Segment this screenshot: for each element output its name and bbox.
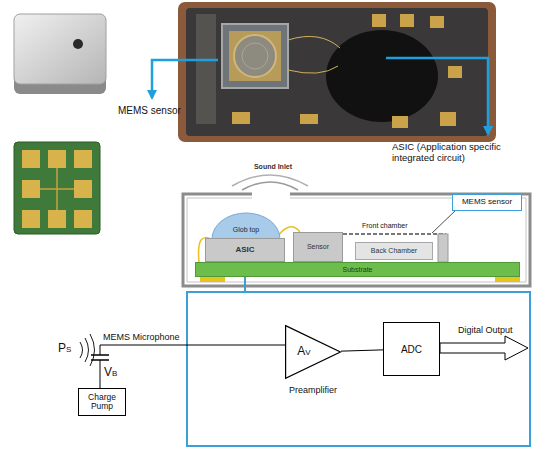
solder-pad [495, 277, 520, 282]
bias-wire [100, 345, 101, 388]
membrane [343, 233, 446, 235]
dome-outline [212, 213, 280, 239]
asic-block: ASIC [205, 238, 285, 262]
signal-label: Digital Output [458, 325, 532, 335]
gold-pad [372, 14, 386, 27]
sensor-wall [438, 234, 448, 262]
pointer-arrow [386, 58, 488, 134]
solder-pad [22, 180, 40, 198]
charge-pump-box: Charge Pump [78, 388, 126, 416]
mems-die [222, 24, 288, 88]
signal-wire [100, 345, 285, 346]
back-chamber: Back Chamber [355, 242, 433, 260]
package-interior [186, 8, 488, 136]
mems-membrane [234, 35, 276, 77]
node-text: ADC [401, 344, 422, 355]
part-label: Front chamber [362, 222, 432, 230]
signal-label: MEMS Microphone [103, 332, 203, 342]
solder-pad [48, 150, 66, 168]
node-text: Back Chamber [371, 247, 417, 255]
dome-outline [212, 213, 280, 239]
solder-pad [22, 150, 40, 168]
sound-wave [85, 338, 89, 362]
gold-pad [440, 112, 456, 126]
adc-block: ADC [383, 322, 440, 376]
node-text: Charge Pump [79, 393, 125, 412]
substrate-layer: Substrate [195, 262, 520, 277]
gold-pad [448, 66, 462, 78]
pcb-bottom [14, 142, 100, 234]
glob-top: Glob top [212, 213, 280, 239]
solder-pad [48, 210, 66, 228]
asic-glob [326, 30, 438, 122]
gold-pad [392, 116, 408, 128]
solder-pad [22, 210, 40, 228]
gold-pad [430, 16, 444, 28]
copper-rim [178, 2, 496, 142]
node-text: AV [297, 345, 310, 358]
triangle-outline [286, 326, 341, 379]
pcb-trace [40, 168, 74, 210]
package-lid [14, 14, 106, 84]
gold-pad [300, 114, 318, 124]
sound-wave [90, 334, 95, 366]
mems-die-frame [229, 31, 281, 81]
interior-shade [196, 14, 216, 124]
solder-pad [74, 180, 92, 198]
leader-line [432, 210, 456, 233]
triangle-outline [285, 325, 341, 379]
asic-detail-frame [187, 292, 530, 446]
part-label: ASIC (Application specific integrated ci… [392, 142, 530, 164]
bond-wire [288, 66, 338, 73]
output-arrow [440, 336, 528, 360]
node-text: ASIC [235, 246, 254, 255]
node-heading: Preamplifier [271, 386, 355, 396]
sound-port [73, 39, 83, 49]
node-text: Substrate [343, 266, 373, 274]
solder-pad [74, 210, 92, 228]
node-text: Sensor [307, 243, 329, 251]
gold-pad [232, 112, 250, 124]
mems-membrane-ring [242, 43, 268, 69]
pointer-arrow [152, 60, 218, 98]
sensor-block: Sensor [293, 232, 343, 262]
sound-wave [232, 175, 308, 186]
callout-box: MEMS sensor [452, 194, 522, 211]
node-text: Glob top [233, 226, 259, 234]
zoom-line [244, 277, 246, 292]
bond-wire [288, 36, 340, 48]
package-outline [183, 194, 530, 286]
signal-name: VB [104, 366, 128, 380]
solder-pad [200, 277, 225, 282]
gold-pad [400, 14, 414, 27]
amplifier-symbol: AVPreamplifier [285, 325, 341, 379]
node-text: MEMS sensor [462, 198, 512, 207]
signal-connector [341, 350, 383, 351]
solder-pad [74, 150, 92, 168]
part-label: Sound Inlet [238, 163, 308, 171]
part-label: MEMS sensor [118, 105, 198, 117]
sound-wave [242, 182, 298, 190]
signal-name: PS [58, 342, 82, 356]
sound-wave [80, 342, 83, 358]
